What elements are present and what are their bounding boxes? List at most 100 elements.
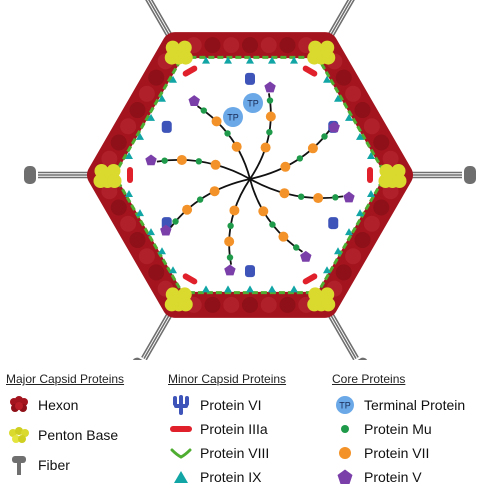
legend-label-penton-base: Penton Base xyxy=(38,427,119,443)
protein-vii xyxy=(210,159,221,170)
hexon xyxy=(204,37,221,54)
protein-mu xyxy=(195,158,203,165)
protein-v xyxy=(188,95,200,107)
protein-vii xyxy=(313,193,324,204)
protein-v xyxy=(328,121,340,133)
protein-ix xyxy=(147,228,155,236)
hexon xyxy=(335,69,352,86)
protein-ix xyxy=(246,285,254,293)
penton-base xyxy=(164,297,179,312)
legend-item-hexon: Hexon xyxy=(6,393,124,417)
hexon xyxy=(110,134,127,151)
protein-ix xyxy=(334,247,342,255)
protein-ix xyxy=(202,285,210,293)
penton-base xyxy=(378,174,393,188)
protein-ix xyxy=(345,228,353,236)
fiber-icon xyxy=(6,453,32,477)
legend-item-protein-vii: Protein VII xyxy=(332,441,465,465)
protein-iiia-icon xyxy=(168,417,194,441)
protein-vii xyxy=(280,161,291,172)
protein-vi xyxy=(161,120,172,133)
protein-ix xyxy=(169,266,177,274)
protein-ix xyxy=(224,56,232,64)
legend-item-protein-iiia: Protein IIIa xyxy=(168,417,286,441)
protein-vi xyxy=(245,265,255,278)
protein-mu xyxy=(224,130,231,137)
legend-header-major: Major Capsid Proteins xyxy=(6,372,125,386)
fiber-knob xyxy=(464,166,476,184)
legend-label-fiber: Fiber xyxy=(38,457,70,473)
dna-strand xyxy=(156,159,251,180)
hexon xyxy=(120,118,137,135)
protein-ix xyxy=(334,94,342,102)
protein-mu xyxy=(293,244,300,251)
protein-ix xyxy=(367,151,375,159)
hexon xyxy=(110,199,127,216)
hexon xyxy=(138,248,155,265)
protein-mu xyxy=(266,128,273,136)
penton-base xyxy=(307,297,322,312)
protein-ix xyxy=(136,209,144,217)
protein-ix xyxy=(125,151,133,159)
legend-label-protein-viii: Protein VIII xyxy=(200,445,270,461)
legend-label-protein-ix: Protein IX xyxy=(200,469,262,485)
terminal-protein xyxy=(243,93,263,113)
dna-strand xyxy=(170,178,251,228)
protein-vii xyxy=(211,116,222,127)
protein-vii-icon xyxy=(332,441,358,465)
hexon xyxy=(242,296,258,313)
hexon xyxy=(354,231,371,248)
protein-mu xyxy=(226,254,234,261)
tp-legend-label: TP xyxy=(339,401,351,411)
protein-mu xyxy=(269,221,276,228)
hexon xyxy=(363,118,380,135)
protein-vii xyxy=(260,142,271,153)
protein-ix xyxy=(158,247,166,255)
penton-base xyxy=(107,174,122,188)
protein-ix xyxy=(367,190,375,198)
protein-vii xyxy=(209,186,220,197)
protein-ix xyxy=(290,285,298,293)
hexon xyxy=(242,37,258,54)
protein-iiia xyxy=(302,65,318,77)
hexon xyxy=(382,150,399,167)
protein-mu xyxy=(172,218,179,225)
protein-ix xyxy=(356,209,364,217)
protein-ix xyxy=(268,56,276,64)
protein-ix xyxy=(147,113,155,121)
dna-strand xyxy=(249,130,330,180)
hexon xyxy=(148,69,165,86)
protein-mu xyxy=(332,194,339,201)
terminal-protein-label: TP xyxy=(227,113,239,123)
protein-ix xyxy=(202,56,210,64)
hexon xyxy=(148,264,165,281)
hexon xyxy=(373,134,390,151)
protein-ix xyxy=(246,56,254,64)
hexon xyxy=(345,248,362,265)
protein-vi xyxy=(328,217,339,230)
legend-item-protein-ix: Protein IX xyxy=(168,465,286,489)
protein-vii xyxy=(176,154,187,165)
terminal-protein-icon: TP xyxy=(332,393,358,417)
protein-ix xyxy=(345,113,353,121)
protein-v xyxy=(264,81,276,93)
legend-header-minor: Minor Capsid Proteins xyxy=(168,372,287,386)
hexon xyxy=(129,231,146,248)
hexon xyxy=(138,85,155,102)
legend-item-protein-viii: Protein VIII xyxy=(168,441,286,465)
protein-ix xyxy=(323,266,331,274)
terminal-protein xyxy=(223,107,243,127)
legend-label-terminal-protein: Terminal Protein xyxy=(364,397,466,413)
legend-item-protein-v: Protein V xyxy=(332,465,465,489)
protein-v-icon xyxy=(332,465,358,489)
legend-label-protein-vii: Protein VII xyxy=(364,445,430,461)
protein-mu xyxy=(200,107,207,114)
protein-vii xyxy=(182,204,193,215)
dna-strand xyxy=(249,178,344,199)
capsid-shell-layer xyxy=(87,32,413,318)
protein-ix-icon xyxy=(168,465,194,489)
protein-vii xyxy=(229,205,240,216)
protein-ix xyxy=(290,56,298,64)
protein-v xyxy=(224,264,236,276)
